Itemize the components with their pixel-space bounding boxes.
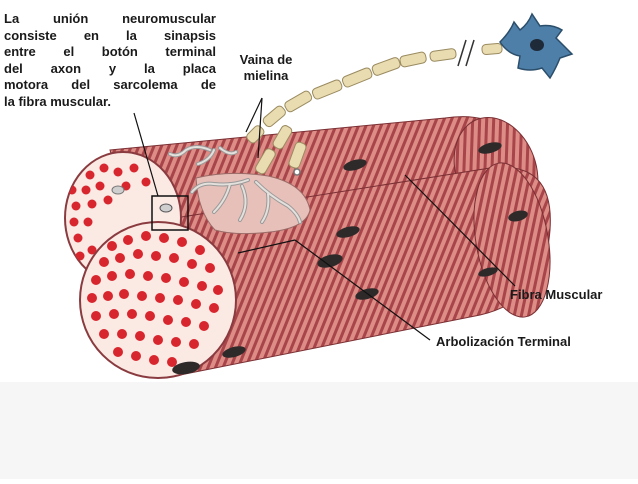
intro-line-3: entre el botón terminal [4, 44, 216, 59]
axon-cut-end [293, 168, 301, 176]
terminal-bouton [159, 203, 173, 213]
myelin-label-line-2: mielina [243, 68, 289, 83]
cross-section-front [79, 221, 237, 379]
intro-line-4: del axon y la placa [4, 60, 216, 76]
intro-line-1: La unión neuromuscular [4, 11, 216, 26]
terminal-arborization-label: Arbolización Terminal [436, 334, 571, 349]
intro-line-2: consiste en la sinapsis [4, 27, 216, 43]
myelin-label-line-1: Vaina de [239, 52, 293, 67]
muscle-nuclei [222, 142, 528, 358]
terminal-arborization-fill [169, 146, 301, 223]
axon-break-marks [457, 39, 475, 67]
bottom-band [0, 382, 638, 479]
synapse-highlight-box [151, 195, 189, 231]
myelin-sheath-label: Vaina de mielina [226, 52, 306, 84]
intro-caption: La unión neuromuscular consiste en la si… [4, 11, 216, 110]
intro-line-6: la fibra muscular. [4, 93, 111, 109]
leader-lines [133, 97, 516, 341]
muscle-fiber-label: Fibra Muscular [510, 287, 603, 302]
myelinated-axon [246, 42, 503, 175]
neuron-cell-body [499, 12, 574, 80]
intro-line-5: motora del sarcolema de [4, 77, 216, 92]
